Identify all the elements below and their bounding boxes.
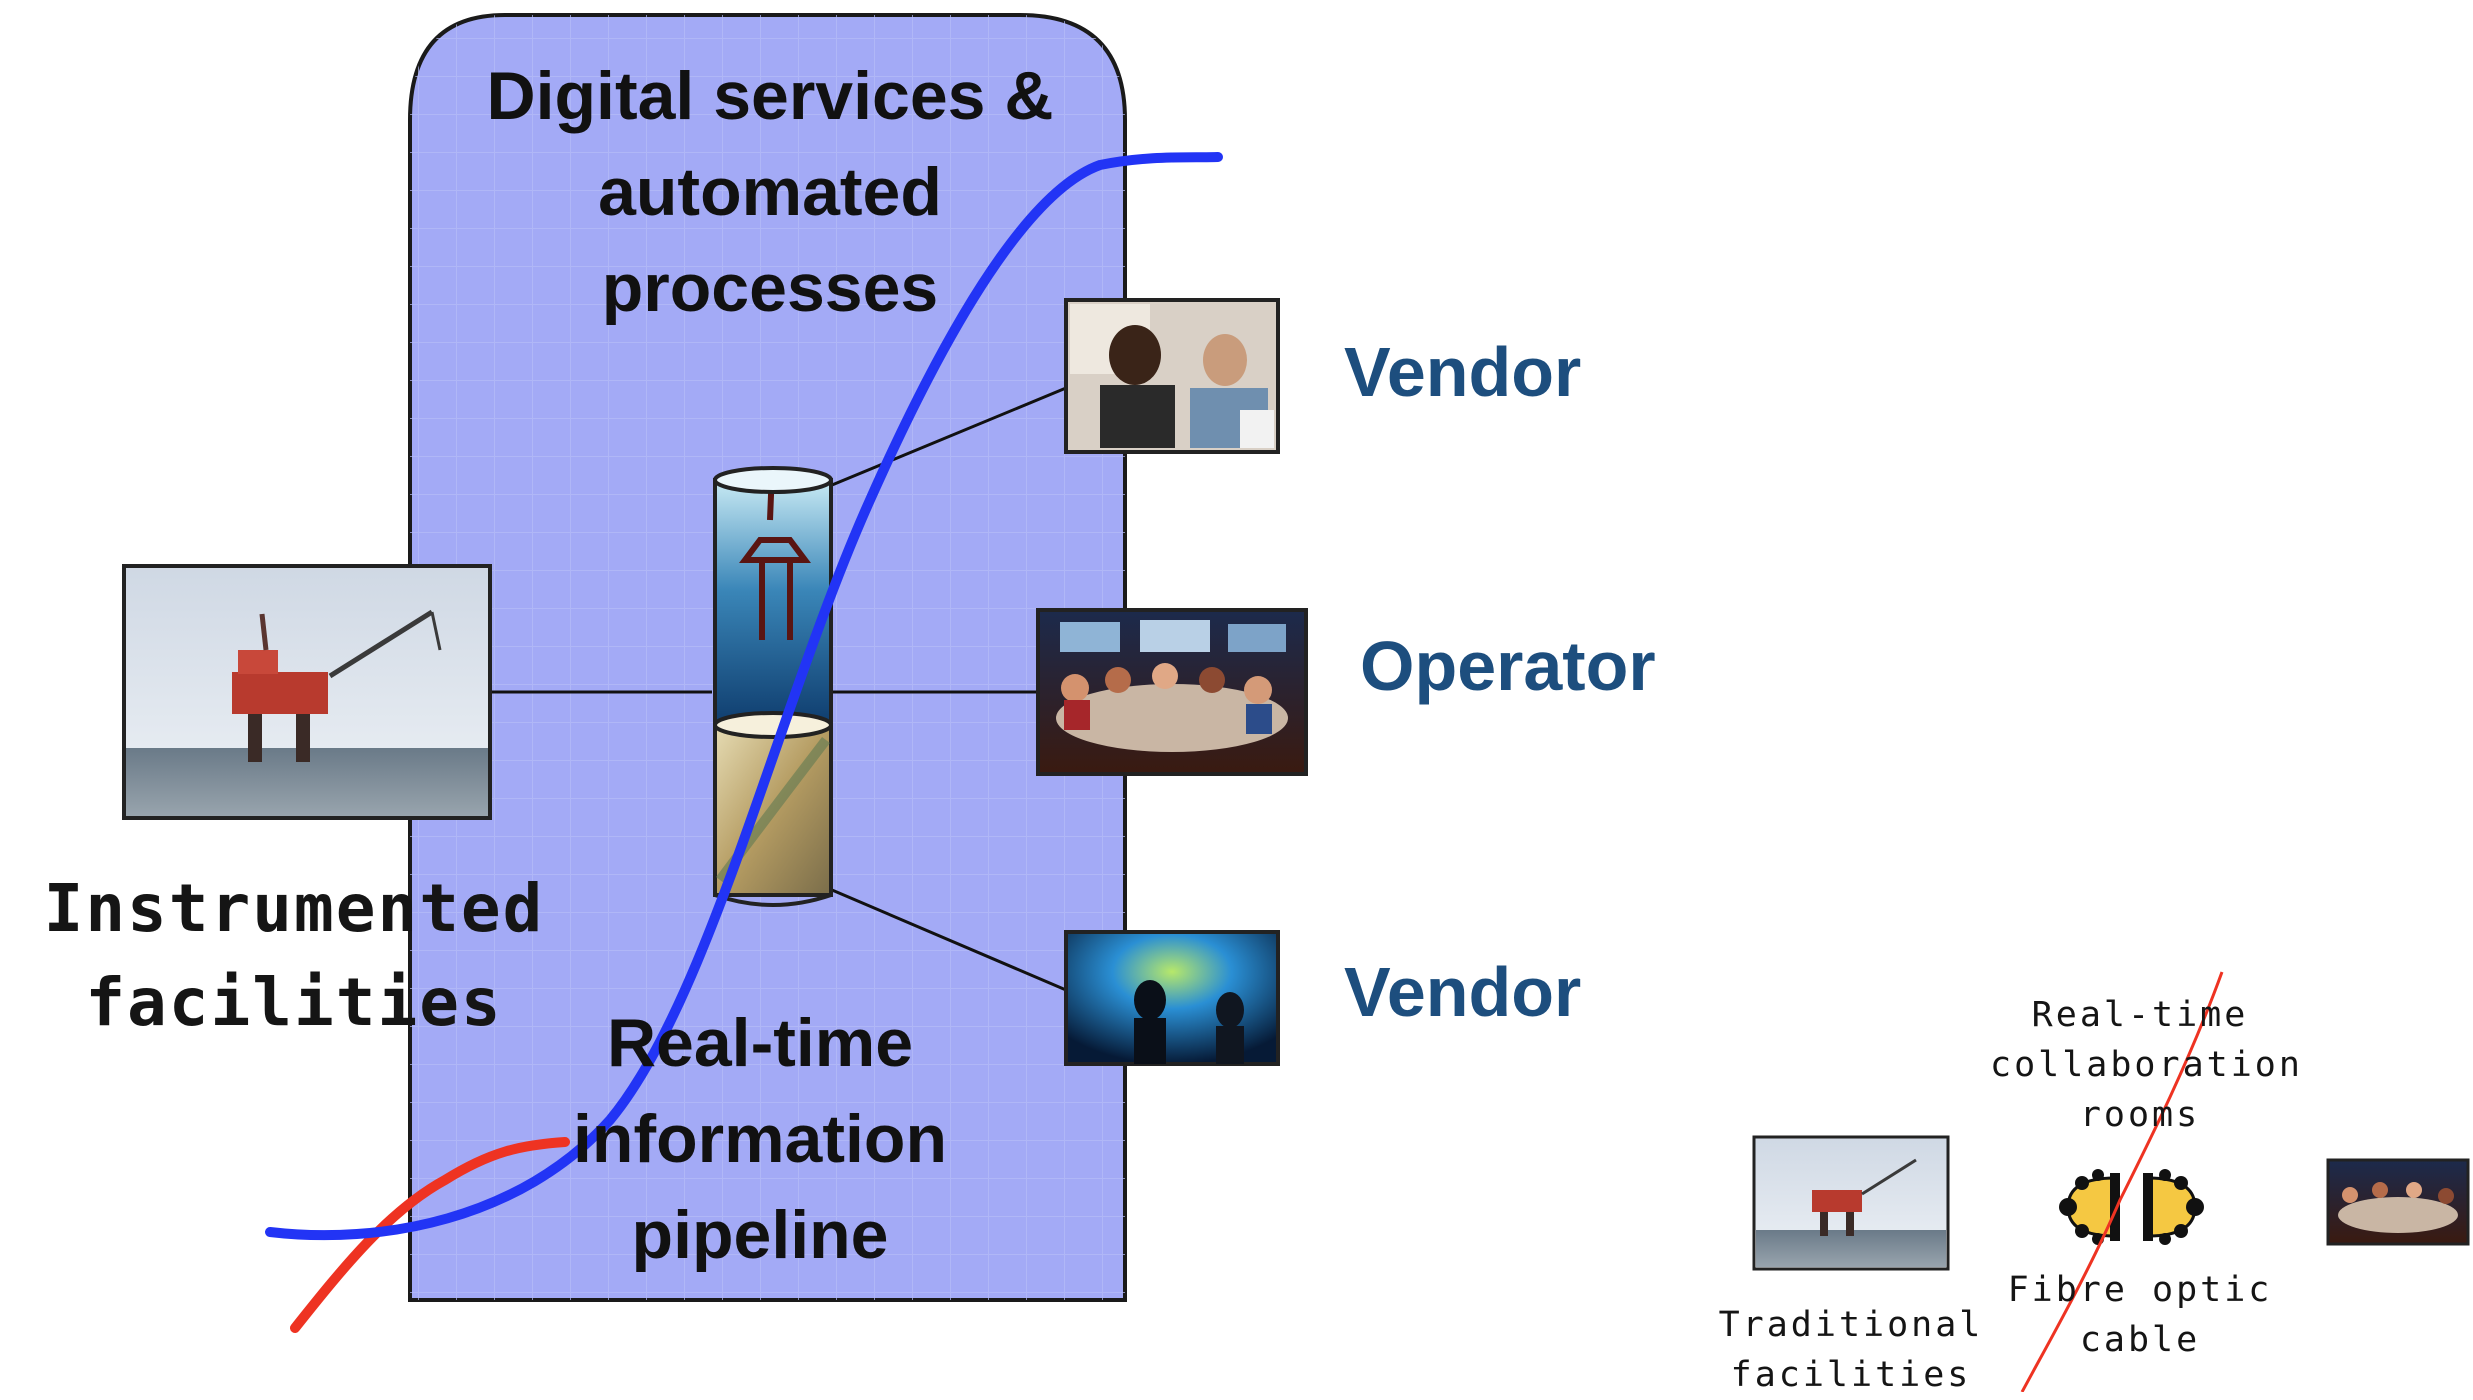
- collaboration-room-photo: [2326, 1158, 2470, 1246]
- traditional-label-line-2: facilities: [1730, 1355, 1972, 1395]
- pipeline-title-line-1: Real-time: [606, 1005, 914, 1081]
- blue-s-curve: [265, 152, 1223, 1241]
- rooms-label-line-1: Real-time: [2031, 995, 2249, 1035]
- rooms-label-line-3: rooms: [2079, 1095, 2201, 1135]
- facility-label: Instrumented facilities: [14, 862, 574, 1050]
- central-title-line-2: automated: [598, 154, 942, 230]
- vendor-bottom-connector-line: [831, 888, 1067, 992]
- vendor-top-photo: [1064, 298, 1280, 454]
- pipeline-title-line-2: information: [573, 1101, 947, 1177]
- operator-room-photo: [1036, 608, 1308, 776]
- vendor-top-label: Vendor: [1344, 333, 1582, 411]
- traditional-label-line-1: Traditional: [1718, 1305, 1984, 1345]
- pipeline-title: Real-time information pipeline: [450, 995, 1070, 1283]
- fibre-label-line-1: Fibre optic: [2007, 1270, 2273, 1310]
- facility-label-line-1: Instrumented: [43, 870, 545, 947]
- fibre-cut-line: [2020, 971, 2224, 1393]
- rooms-label-line-2: collaboration: [1990, 1045, 2303, 1085]
- rooms-label: Real-time collaboration rooms: [1990, 990, 2303, 1140]
- central-title-line-1: Digital services &: [486, 58, 1054, 134]
- central-title-line-3: processes: [601, 250, 939, 326]
- traditional-label: Traditional facilities: [1706, 1300, 1996, 1400]
- traditional-facility-photo: [1752, 1135, 1950, 1271]
- central-block-title: Digital services & automated processes: [420, 48, 1120, 336]
- vendor-bottom-label: Vendor: [1344, 953, 1582, 1031]
- pipeline-cylinder: [713, 466, 833, 907]
- fibre-connector-icon: [2059, 1169, 2204, 1245]
- vendor-top-connector-line: [831, 386, 1067, 487]
- pipeline-title-line-3: pipeline: [631, 1197, 889, 1273]
- vendor-bottom-photo: [1064, 930, 1280, 1066]
- operator-label: Operator: [1360, 627, 1656, 705]
- facility-label-line-2: facilities: [85, 964, 503, 1041]
- red-curve: [290, 1137, 570, 1333]
- fibre-label: Fibre optic cable: [2000, 1265, 2280, 1365]
- offshore-platform-photo: [122, 564, 492, 820]
- fibre-label-line-2: cable: [2079, 1320, 2201, 1360]
